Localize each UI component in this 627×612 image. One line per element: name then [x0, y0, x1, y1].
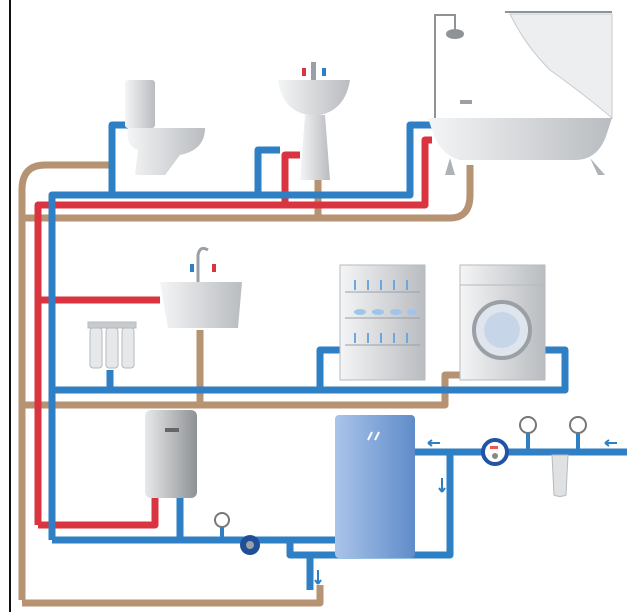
- toilet-icon: [125, 80, 205, 175]
- pressure-gauge-icon: [569, 416, 587, 452]
- cold-basin: [254, 146, 280, 195]
- hot-riser: [34, 136, 432, 525]
- washing-machine-icon: [459, 264, 546, 381]
- boiler-tank-icon: [335, 415, 415, 558]
- water-filter-icon: [551, 454, 569, 497]
- cold-dishwasher: [316, 346, 340, 390]
- water-heater-icon: [145, 410, 197, 498]
- hot-heater: [38, 495, 159, 529]
- cold-riser: [48, 121, 432, 540]
- cold-water-pipes: [48, 121, 627, 590]
- flow-arrow-icon: [314, 439, 617, 585]
- water-filter-icon: [87, 321, 137, 369]
- hot-basin: [281, 151, 300, 205]
- shower-icon: [434, 14, 464, 118]
- cold-toilet: [108, 121, 128, 195]
- drain-bottom: [22, 585, 324, 607]
- curtain-icon: [505, 11, 613, 120]
- pedestal-basin-icon: [278, 62, 350, 180]
- dishwasher-icon: [339, 264, 426, 381]
- pump-icon: [240, 535, 260, 555]
- bathtub-icon: [428, 100, 612, 175]
- pressure-gauge-icon: [519, 416, 537, 452]
- drain-main-riser: [18, 161, 112, 600]
- water-meter-icon: [481, 438, 509, 466]
- kitchen-sink-icon: [160, 246, 242, 328]
- cold-middle: [52, 346, 569, 394]
- pressure-gauge-icon: [214, 512, 230, 540]
- hot-water-pipes: [34, 136, 432, 529]
- drain-upper: [22, 165, 474, 222]
